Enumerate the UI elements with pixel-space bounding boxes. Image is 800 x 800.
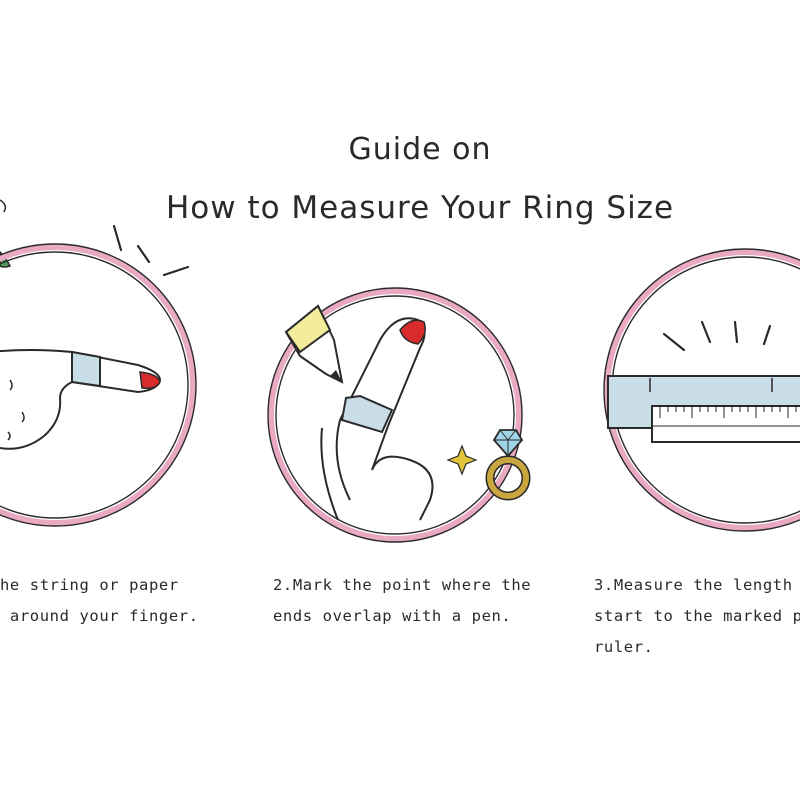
step-3-illustration [603, 248, 800, 532]
step-2-caption-line-2: ends overlap with a pen. [273, 607, 512, 625]
step-2-caption: 2.Mark the point where the ends overlap … [273, 570, 531, 632]
finger-mark-hand [320, 317, 434, 521]
step-3-caption-line-2: start to the marked p [594, 607, 800, 625]
sparkle-icon [446, 444, 478, 476]
ruler-icon [607, 375, 800, 443]
title-line-1: Guide on [348, 132, 492, 167]
step-1-caption-line-2: around your finger. [0, 607, 199, 625]
title-line-2: How to Measure Your Ring Size [165, 190, 675, 226]
excitement-lines-1 [112, 224, 190, 277]
finger-wrap-icon [0, 349, 162, 450]
step-1-caption-line-1: he string or paper [0, 576, 179, 594]
step-3-caption-line-1: 3.Measure the length [594, 576, 793, 594]
step-2-illustration [267, 287, 531, 543]
step-1-caption: he string or paper around your finger. [0, 570, 199, 632]
excitement-lines-3 [662, 320, 772, 352]
step-1-illustration [0, 243, 197, 527]
step-2-caption-line-1: 2.Mark the point where the [273, 576, 532, 594]
ring-icon [485, 429, 531, 501]
step-3-caption: 3.Measure the length start to the marked… [594, 570, 800, 663]
step-3-caption-line-3: ruler. [594, 638, 654, 656]
pencil-mark-icon [284, 304, 344, 384]
